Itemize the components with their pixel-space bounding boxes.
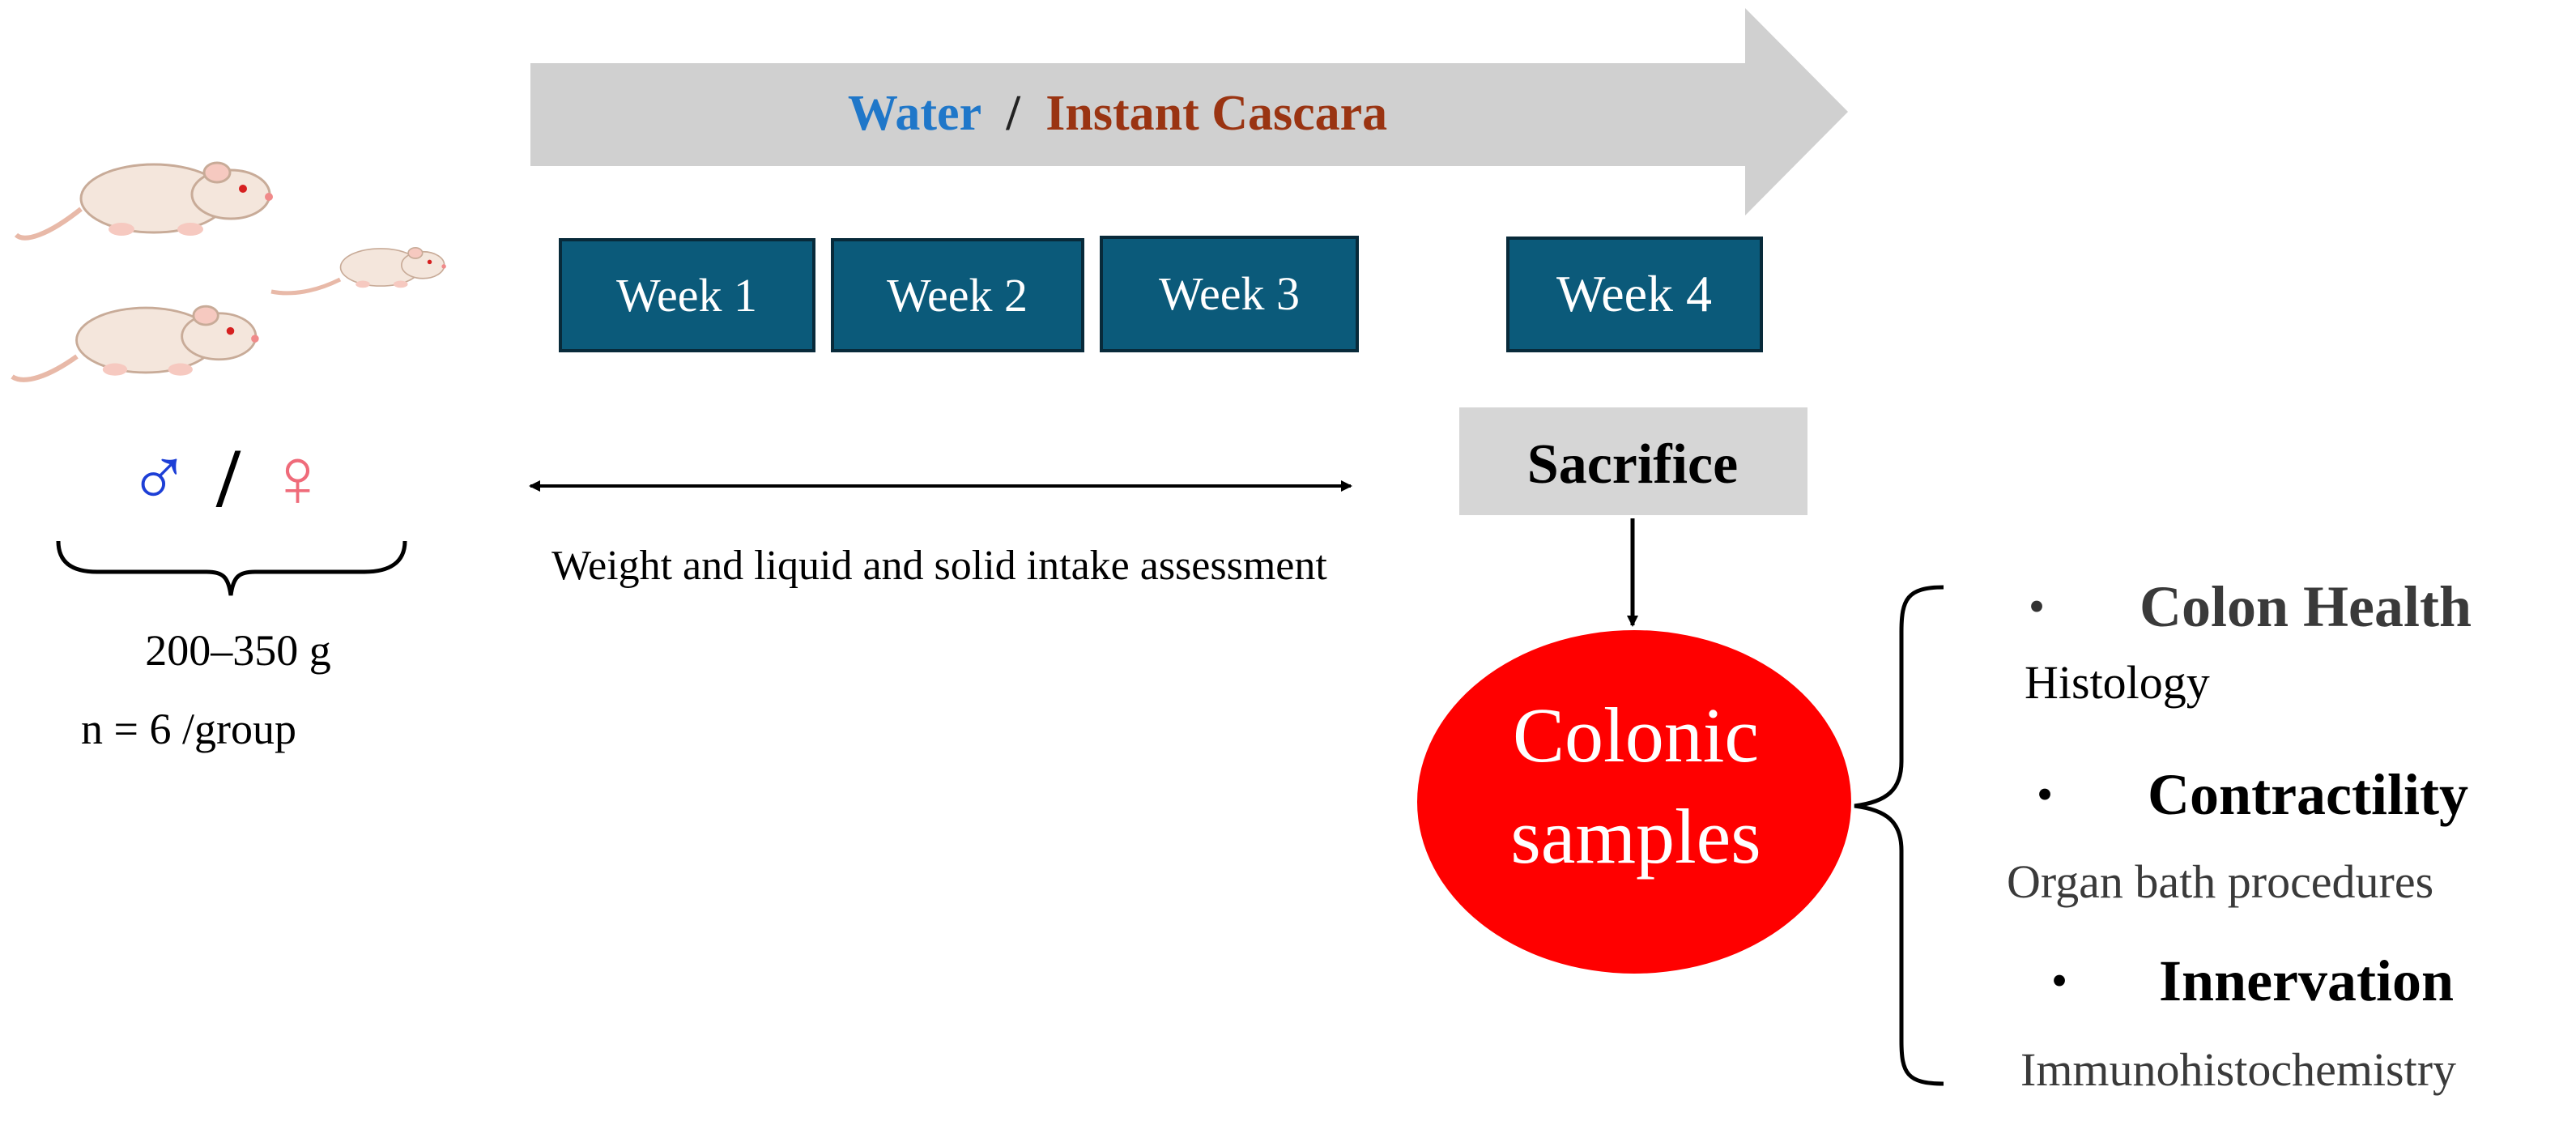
outcome-heading: Contractility bbox=[2148, 762, 2468, 827]
outcome-contractility: • Contractility Organ bath procedures bbox=[2007, 762, 2468, 908]
outcome-bullet: • bbox=[2037, 768, 2053, 821]
samples-line-2: samples bbox=[1510, 793, 1761, 880]
treatment-separator: / bbox=[1005, 86, 1020, 141]
brace-icon bbox=[56, 540, 407, 596]
assessment-label: Weight and liquid and solid intake asses… bbox=[551, 543, 1327, 589]
sacrifice-label: Sacrifice bbox=[1527, 433, 1738, 496]
rat-icon bbox=[270, 246, 447, 296]
outcome-bullet: • bbox=[2029, 580, 2045, 633]
weight-range: 200–350 g bbox=[145, 626, 331, 675]
rat-icon bbox=[11, 305, 261, 382]
outcome-innervation: • Innervation Immunohistochemistry bbox=[2020, 948, 2456, 1096]
svg-text:♂ / ♀: ♂ / ♀ bbox=[128, 432, 330, 525]
female-symbol-icon: ♀ bbox=[266, 432, 329, 525]
week-3-label: Week 3 bbox=[1159, 267, 1300, 320]
week-2-box: Week 2 bbox=[831, 238, 1084, 352]
treatment-arrow bbox=[530, 8, 1848, 215]
sacrifice-box: Sacrifice bbox=[1459, 407, 1807, 515]
week-1-label: Week 1 bbox=[616, 269, 757, 322]
week-4-label: Week 4 bbox=[1556, 265, 1712, 322]
outcome-bullet: • bbox=[2051, 954, 2067, 1007]
outcome-method: Histology bbox=[2025, 656, 2210, 709]
treatment-water-label: Water bbox=[848, 86, 981, 141]
treatment-cascara-label: Instant Cascara bbox=[1045, 86, 1387, 141]
outcome-colon-health: • Colon Health Histology bbox=[2025, 574, 2472, 709]
group-size: n = 6 /group bbox=[81, 705, 296, 753]
outcome-heading: Innervation bbox=[2159, 948, 2454, 1013]
colonic-samples-ellipse: Colonic samples bbox=[1417, 630, 1851, 974]
outcome-method: Organ bath procedures bbox=[2007, 855, 2433, 908]
outcome-heading: Colon Health bbox=[2140, 574, 2472, 639]
sex-separator: / bbox=[215, 432, 241, 525]
week-1-box: Week 1 bbox=[559, 238, 815, 352]
week-4-box: Week 4 bbox=[1506, 237, 1763, 352]
week-3-box: Week 3 bbox=[1100, 236, 1359, 352]
samples-line-1: Colonic bbox=[1513, 692, 1759, 778]
male-symbol-icon: ♂ bbox=[128, 432, 191, 525]
outcomes-brace-icon bbox=[1854, 585, 1944, 1086]
rat-icon bbox=[14, 161, 275, 241]
week-2-label: Week 2 bbox=[887, 269, 1028, 322]
outcome-method: Immunohistochemistry bbox=[2020, 1043, 2456, 1096]
svg-text:Water / Instant Cascar: Water / Instant Cascara bbox=[848, 86, 1387, 141]
